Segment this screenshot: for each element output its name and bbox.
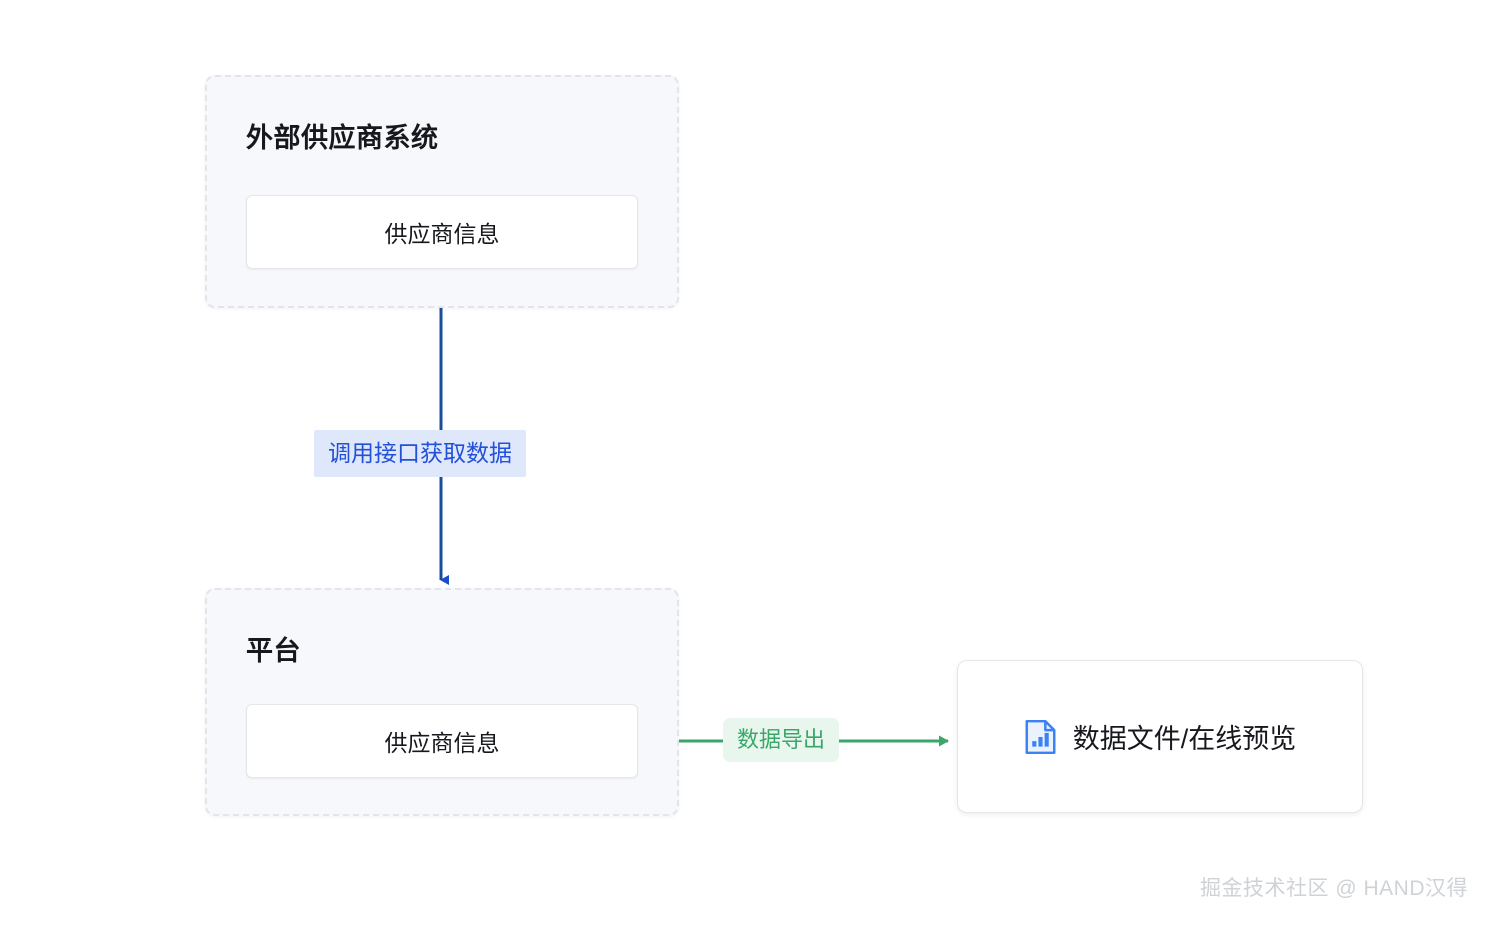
group-title-external-text: 外部供应商系统	[244, 123, 440, 158]
edge-label-data-export: 数据导出	[723, 718, 840, 762]
edge-label-api-fetch: 调用接口获取数据	[314, 430, 526, 477]
watermark: 掘金技术社区 @ HAND汉得	[1200, 877, 1468, 900]
node-supplier-info-platform-label: 供应商信息	[384, 730, 500, 756]
node-supplier-info-external[interactable]: 供应商信息	[246, 195, 638, 269]
node-data-file-preview[interactable]: 数据文件/在线预览	[957, 660, 1363, 813]
group-title-platform: 平台	[244, 636, 303, 671]
chart-document-icon	[1025, 719, 1056, 754]
group-external-supplier-system[interactable]: 外部供应商系统 供应商信息	[205, 75, 679, 308]
node-data-file-preview-label: 数据文件/在线预览	[1072, 724, 1297, 754]
group-platform[interactable]: 平台 供应商信息	[205, 588, 679, 816]
group-title-platform-text: 平台	[244, 636, 303, 671]
node-supplier-info-platform[interactable]: 供应商信息	[246, 704, 638, 778]
node-supplier-info-external-label: 供应商信息	[384, 221, 500, 247]
group-title-external: 外部供应商系统	[244, 123, 440, 158]
